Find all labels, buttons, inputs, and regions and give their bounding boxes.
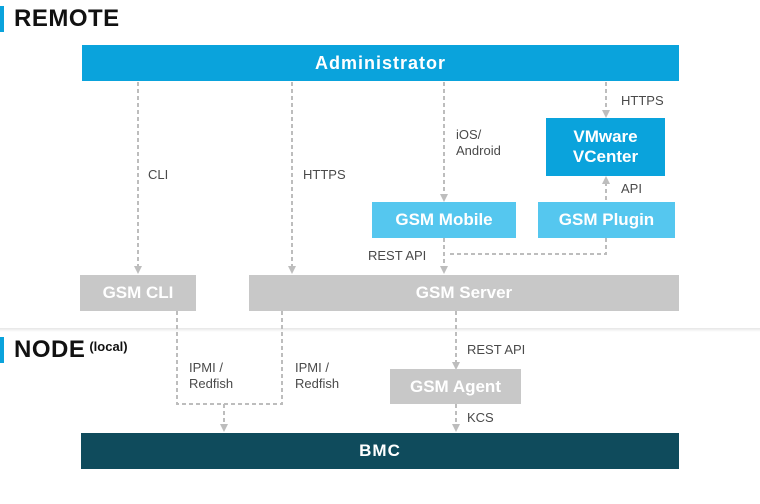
- vmware-label-line2: VCenter: [572, 147, 639, 166]
- administrator-label: Administrator: [314, 52, 446, 73]
- gsm-plugin-box: GSM Plugin: [538, 202, 675, 238]
- edge-label-ipmi-server: IPMI / Redfish: [295, 360, 339, 393]
- remote-title-text: REMOTE: [14, 5, 120, 32]
- remote-accent-bar: [0, 6, 4, 32]
- bmc-label: BMC: [359, 441, 401, 461]
- gsm-server-box: GSM Server: [249, 275, 679, 311]
- edge-label-ios-android: iOS/ Android: [456, 127, 501, 160]
- gsm-agent-label: GSM Agent: [410, 376, 501, 396]
- edge-label-ios-line2: Android: [456, 143, 501, 159]
- edge-label-ipmi-cli: IPMI / Redfish: [189, 360, 233, 393]
- gsm-cli-box: GSM CLI: [80, 275, 196, 311]
- gsm-plugin-label: GSM Plugin: [558, 210, 655, 230]
- edge-label-ios-line1: iOS/: [456, 127, 482, 142]
- edge-cli-to-bmc: [176, 311, 224, 405]
- edge-label-api: API: [621, 181, 642, 196]
- vmware-vcenter-box: VMware VCenter: [546, 118, 665, 176]
- edge-label-https-vcenter: HTTPS: [621, 93, 664, 108]
- remote-section-title: REMOTE: [14, 5, 120, 33]
- edge-label-rest-api-top: REST API: [368, 248, 427, 263]
- node-band: [0, 330, 760, 504]
- node-section-title: NODE(local): [14, 336, 128, 364]
- node-title-text: NODE: [14, 336, 86, 363]
- node-accent-bar: [0, 337, 4, 363]
- section-divider: [0, 328, 760, 332]
- edge-plugin-to-server: [448, 238, 607, 255]
- edge-label-ipmi-server-line1: IPMI /: [295, 360, 329, 375]
- edge-label-rest-api-agent: REST API: [467, 342, 526, 357]
- edge-label-cli: CLI: [148, 167, 169, 182]
- gsm-mobile-label: GSM Mobile: [395, 210, 493, 230]
- edge-label-kcs: KCS: [467, 410, 494, 425]
- gsm-mobile-box: GSM Mobile: [372, 202, 516, 238]
- edge-label-ipmi-cli-line2: Redfish: [189, 376, 234, 392]
- gsm-agent-box: GSM Agent: [390, 369, 521, 404]
- edge-server-to-bmc: [224, 311, 283, 405]
- node-subtitle: (local): [89, 339, 128, 354]
- bmc-box: BMC: [81, 433, 679, 469]
- gsm-server-label: GSM Server: [415, 283, 513, 303]
- edge-label-ipmi-server-line2: Redfish: [295, 376, 340, 392]
- vmware-label-line1: VMware: [573, 127, 638, 147]
- gsm-cli-label: GSM CLI: [102, 283, 174, 303]
- edge-label-https-server: HTTPS: [303, 167, 346, 182]
- administrator-box: Administrator: [82, 45, 679, 81]
- edge-label-ipmi-cli-line1: IPMI /: [189, 360, 223, 375]
